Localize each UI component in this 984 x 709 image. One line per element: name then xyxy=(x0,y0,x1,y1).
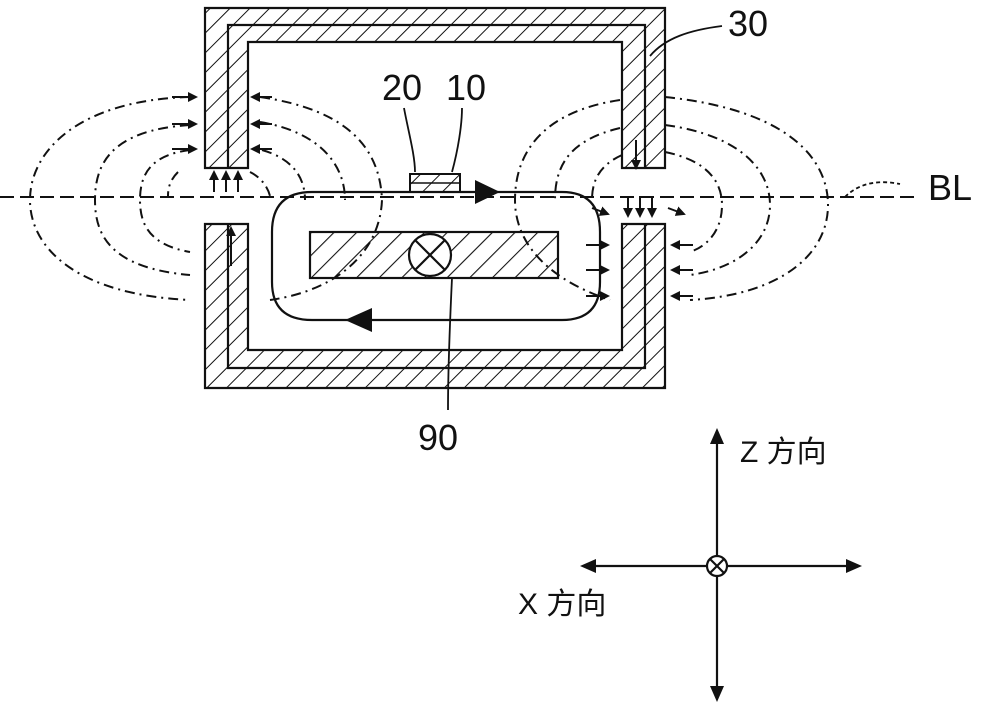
field-lines-left xyxy=(28,96,384,301)
axes-indicator xyxy=(580,428,862,702)
sensor-element xyxy=(409,173,461,193)
flux-loop xyxy=(270,190,602,322)
magnetic-core xyxy=(203,6,667,390)
current-into-page-symbol xyxy=(407,232,453,278)
field-lines-right xyxy=(513,96,830,301)
label-10: 10 xyxy=(446,67,486,108)
label-90: 90 xyxy=(418,417,458,458)
leader-lines xyxy=(403,25,901,411)
flux-loop-arrow-right xyxy=(475,180,500,204)
x-axis-label: X 方向 xyxy=(518,588,606,621)
flux-loop-arrow-left xyxy=(345,308,372,332)
label-30: 30 xyxy=(728,3,768,44)
label-bl: BL xyxy=(928,167,972,208)
z-axis-label: Z 方向 xyxy=(740,436,827,469)
field-arrows-left xyxy=(172,92,272,192)
label-20: 20 xyxy=(382,67,422,108)
